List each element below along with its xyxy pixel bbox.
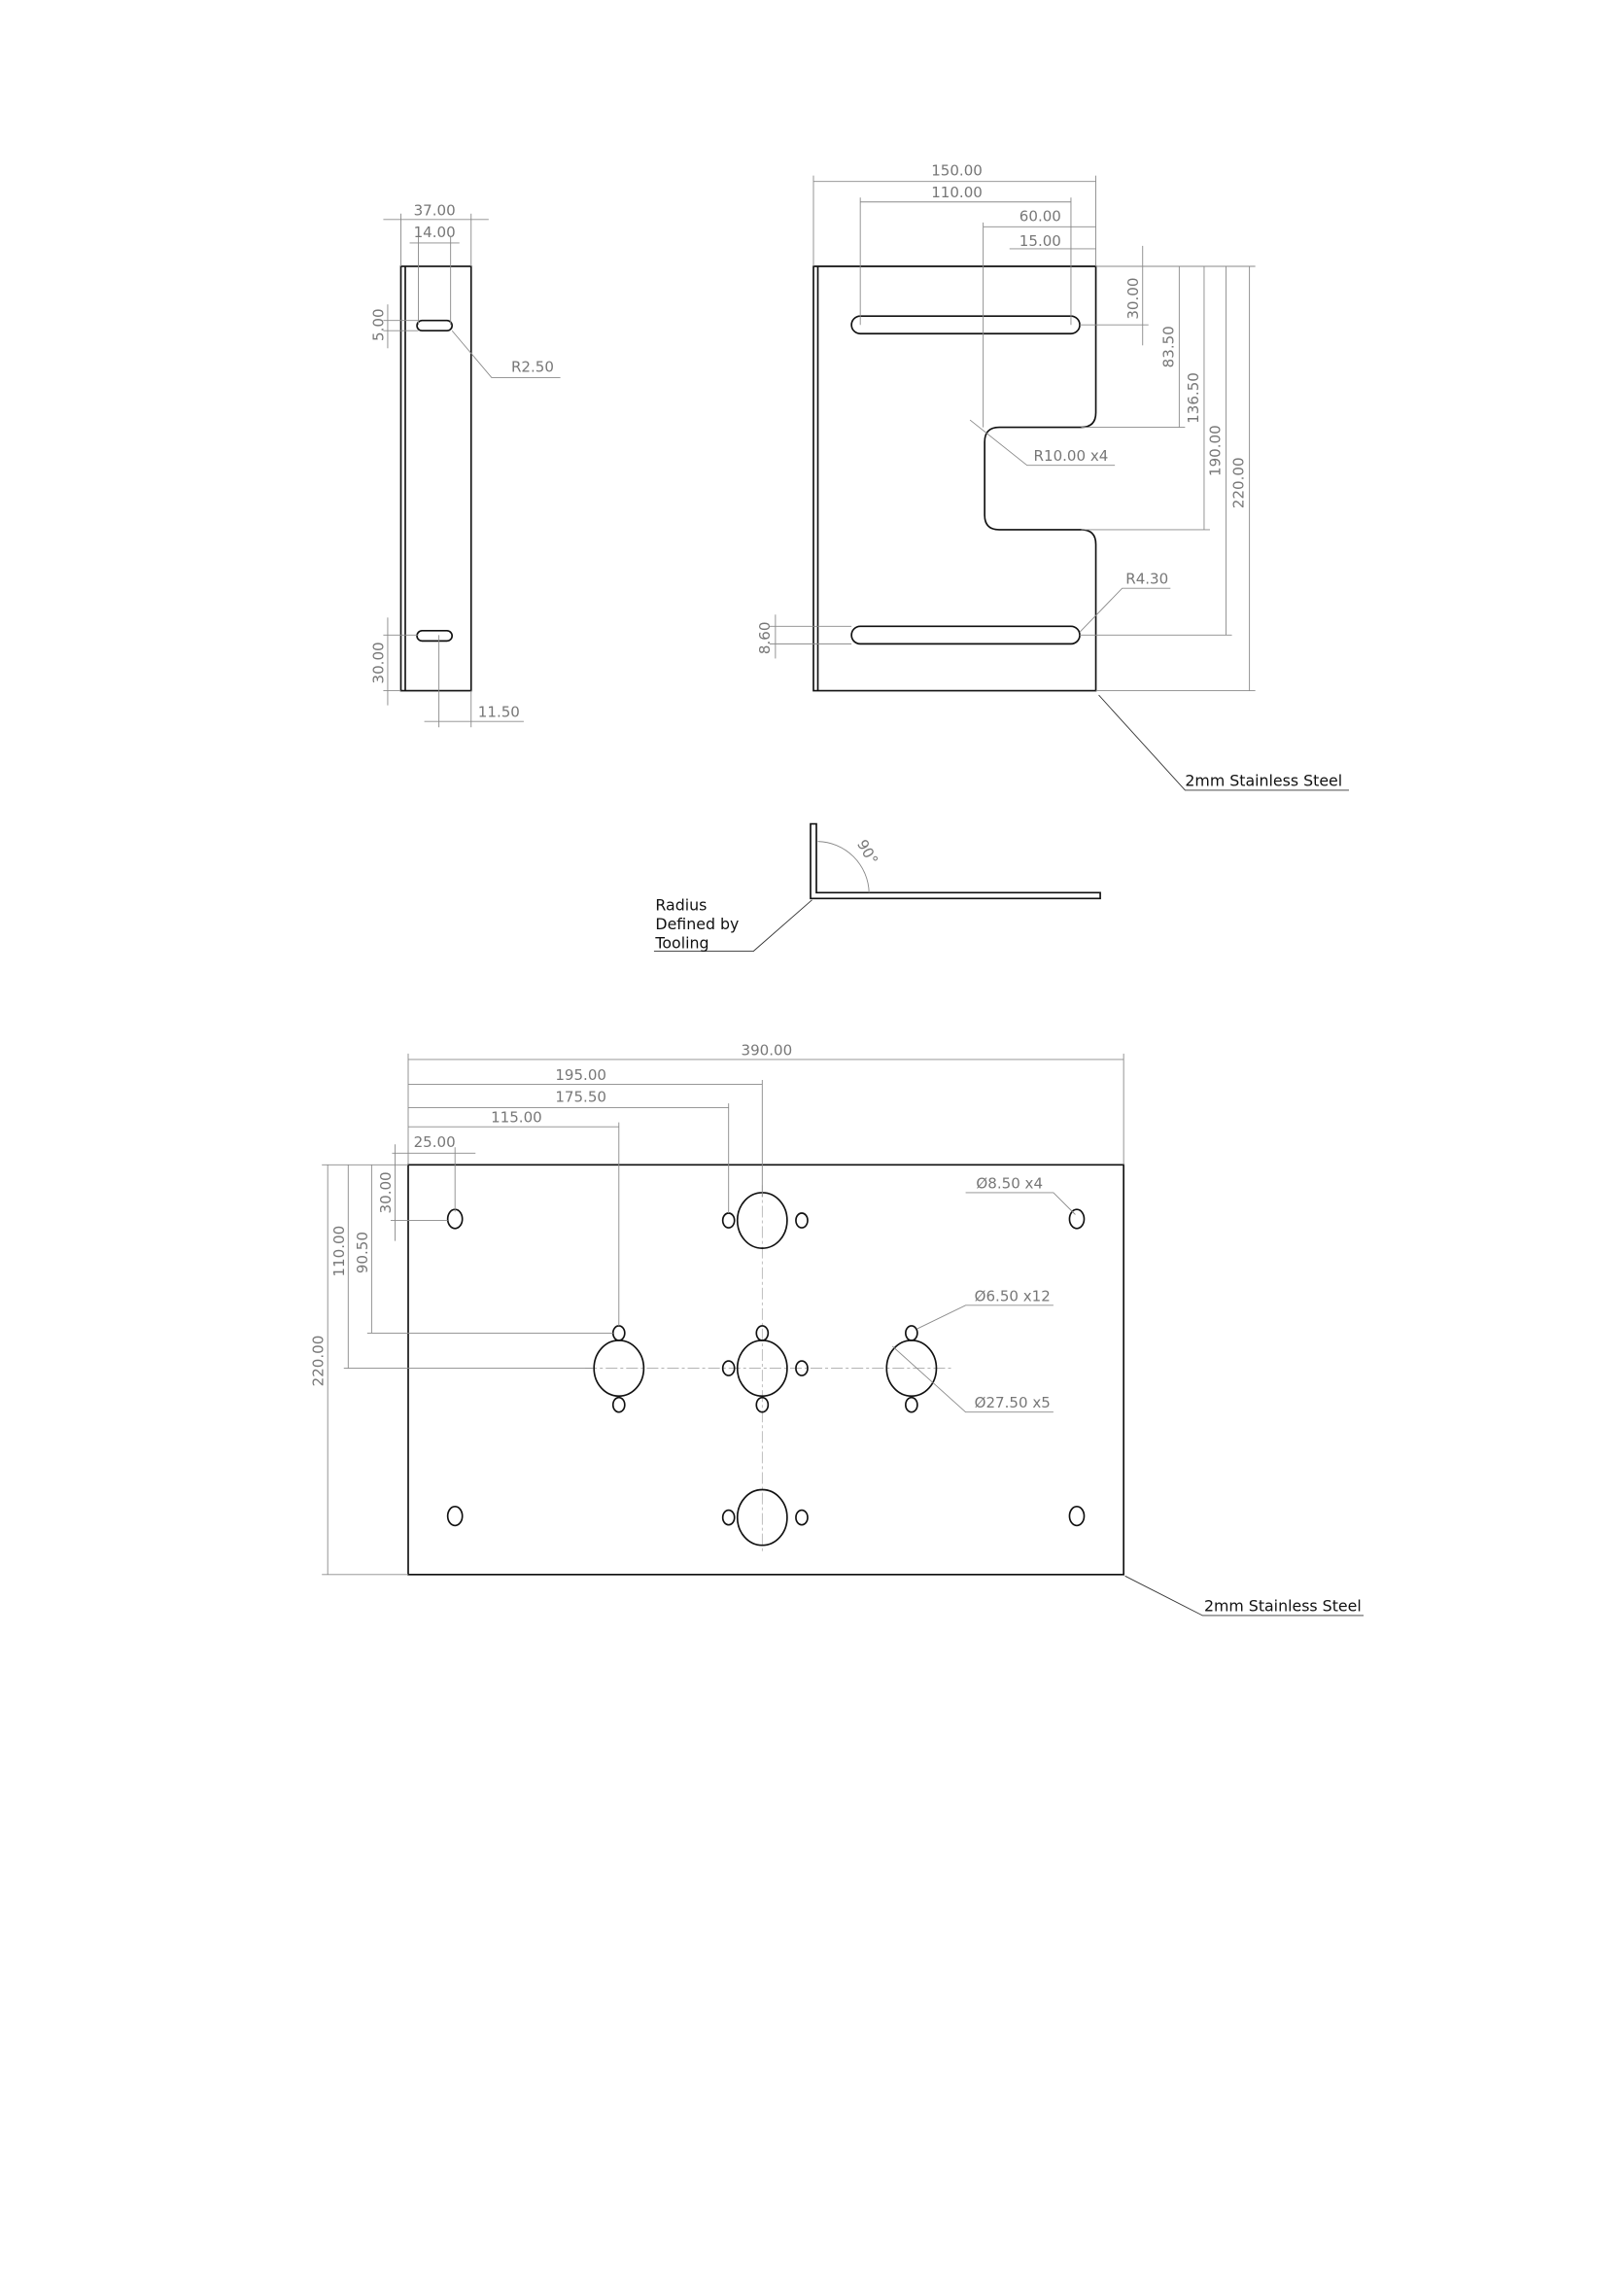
- side-slot-top: [416, 319, 453, 332]
- dim-90-5: 90.50: [354, 1232, 371, 1273]
- dim-110: 110.00: [931, 184, 983, 201]
- dim-83-5: 83.50: [1159, 326, 1177, 367]
- dim-190: 190.00: [1207, 425, 1225, 476]
- dim-175-5: 175.50: [555, 1089, 606, 1106]
- small-hole: [795, 1212, 809, 1229]
- dim-11-5: 11.50: [478, 704, 520, 721]
- bend-note-line-3: Tooling: [654, 934, 708, 953]
- corner-hole: [1068, 1208, 1086, 1230]
- corner-hole: [446, 1505, 464, 1527]
- small-hole: [721, 1509, 736, 1526]
- large-hole: [736, 1488, 788, 1547]
- radius-r2-5: R2.50: [511, 358, 554, 375]
- dim-150: 150.00: [931, 162, 983, 180]
- small-hole: [755, 1325, 770, 1341]
- radius-r10-note: R10.00 x4: [1034, 447, 1109, 465]
- bend-note-line-1: Radius: [655, 895, 707, 914]
- plate-outline: [407, 1164, 1124, 1576]
- radius-r4-3-note: R4.30: [1125, 571, 1168, 588]
- side-view: 37.00 14.00 5.00 30.00 11.50 R2.50: [369, 201, 561, 728]
- bend-profile: [810, 822, 1101, 900]
- small-hole: [795, 1360, 809, 1376]
- small-hole: [905, 1325, 918, 1341]
- plate-material-note: 2mm Stainless Steel: [1204, 1596, 1362, 1615]
- side-slot-bottom: [416, 630, 453, 643]
- small-hole: [721, 1360, 736, 1376]
- small-hole: [611, 1325, 626, 1341]
- large-holes-note: Ø27.50 x5: [975, 1394, 1051, 1411]
- dim-115: 115.00: [491, 1109, 542, 1127]
- material-note: 2mm Stainless Steel: [1185, 771, 1342, 789]
- corner-hole: [446, 1208, 464, 1230]
- plate-holes: [446, 1192, 1086, 1547]
- dim-14: 14.00: [414, 224, 456, 241]
- front-slot-top: [850, 315, 1081, 335]
- dim-390: 390.00: [742, 1041, 793, 1059]
- corner-holes-note: Ø8.50 x4: [976, 1174, 1043, 1192]
- small-holes-note: Ø6.50 x12: [975, 1287, 1051, 1305]
- angle-arc: [817, 841, 870, 893]
- bend-view: 90° Radius Defined by Tooling: [653, 822, 1101, 953]
- small-hole: [905, 1396, 918, 1413]
- dim-8-6: 8.60: [756, 622, 774, 655]
- dim-220: 220.00: [310, 1336, 328, 1387]
- dim-110: 110.00: [330, 1226, 348, 1277]
- dim-25: 25.00: [414, 1133, 456, 1151]
- plate-view: 390.00 195.00 175.50 115.00 25.00 220.00…: [310, 1041, 1365, 1617]
- dim-30: 30.00: [369, 642, 387, 683]
- dim-195: 195.00: [555, 1066, 606, 1084]
- dim-60: 60.00: [1019, 207, 1061, 225]
- bend-note-line-2: Defined by: [655, 915, 739, 933]
- dim-15: 15.00: [1019, 232, 1061, 250]
- small-hole: [755, 1396, 770, 1413]
- small-hole: [721, 1212, 736, 1229]
- dim-136-5: 136.50: [1185, 372, 1202, 424]
- dim-30: 30.00: [377, 1171, 395, 1213]
- small-hole: [611, 1396, 626, 1413]
- corner-hole: [1068, 1505, 1086, 1527]
- dim-37: 37.00: [414, 201, 456, 219]
- front-view-outline: [812, 265, 1097, 692]
- side-view-outline: [399, 265, 472, 692]
- front-view: 150.00 110.00 60.00 15.00 30.00 83.50 13…: [756, 162, 1349, 791]
- dim-220: 220.00: [1230, 457, 1248, 508]
- small-hole: [795, 1509, 809, 1526]
- dim-30: 30.00: [1124, 278, 1142, 320]
- dim-5: 5.00: [369, 308, 387, 341]
- bend-angle: 90°: [853, 837, 881, 868]
- front-slot-bottom: [850, 625, 1081, 645]
